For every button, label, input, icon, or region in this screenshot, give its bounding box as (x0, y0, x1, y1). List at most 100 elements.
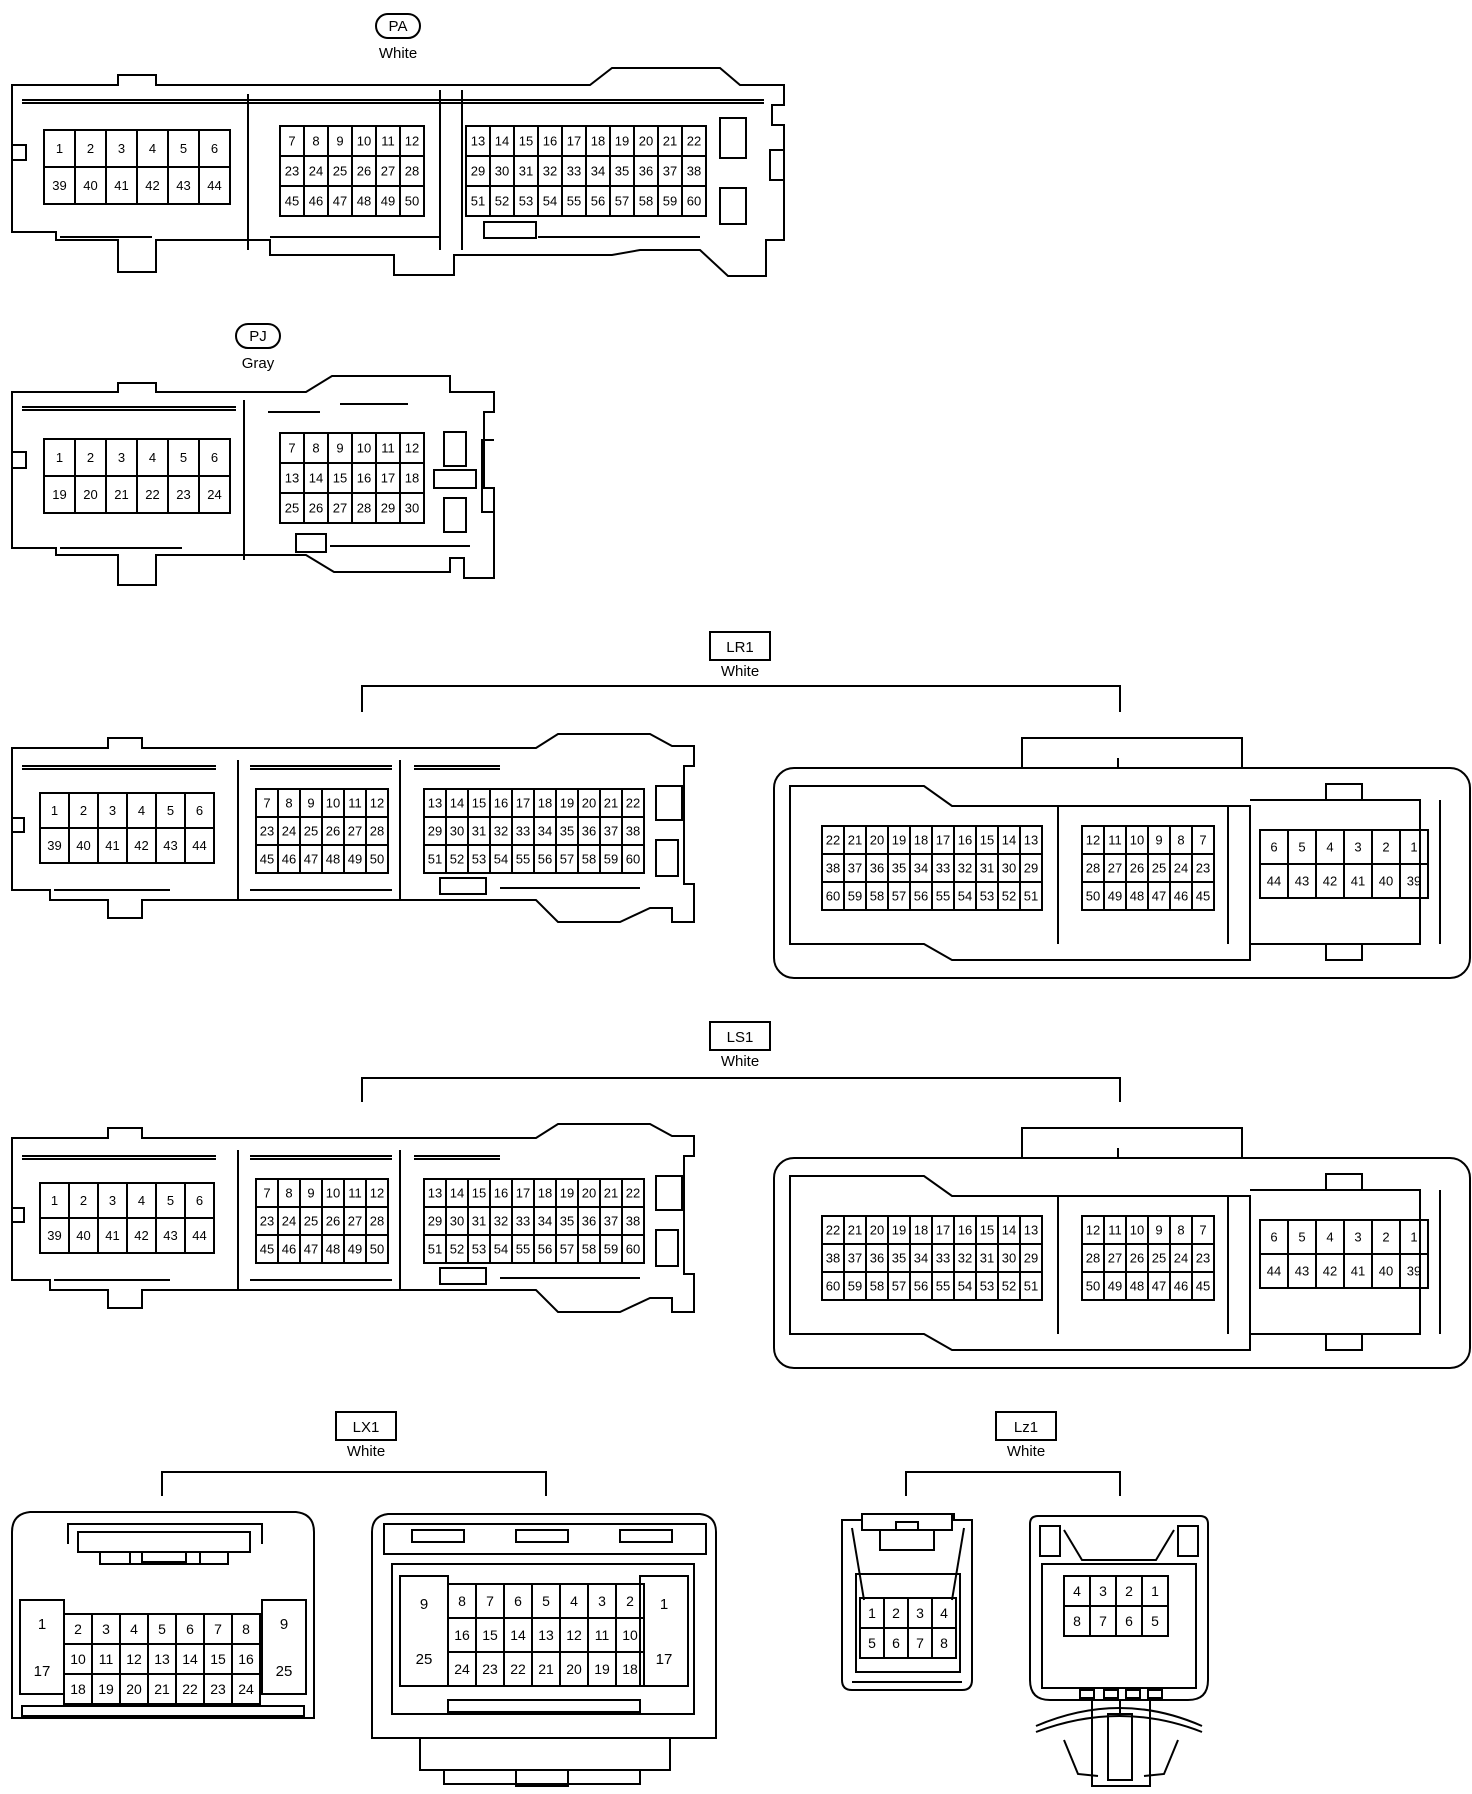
pin-number: 52 (450, 1242, 464, 1257)
pin-cell (198, 475, 231, 514)
pin-number: 5 (158, 1621, 166, 1637)
pin-number: 7 (288, 441, 295, 456)
ls1-rear-view (773, 1127, 1471, 1369)
pin-number: 32 (958, 1251, 972, 1266)
pin-number: 49 (348, 852, 362, 867)
pin-number: 24 (282, 824, 296, 839)
pin-number: 43 (163, 1228, 177, 1243)
pin-number: 42 (145, 178, 159, 193)
pin-number: 50 (370, 852, 384, 867)
pin-number: 6 (211, 450, 218, 465)
pin-number: 18 (538, 796, 552, 811)
pin-number: 19 (52, 487, 66, 502)
pin-number: 4 (570, 1593, 578, 1609)
pin-number: 9 (280, 1616, 288, 1633)
pin-number: 44 (1267, 1264, 1281, 1279)
pin-number: 16 (494, 1186, 508, 1201)
pin-cell (1191, 1271, 1215, 1301)
pin-number: 32 (543, 164, 557, 179)
pin-number: 44 (1267, 874, 1281, 889)
pin-number: 57 (892, 1279, 906, 1294)
pin-number: 20 (83, 487, 97, 502)
pin-number: 17 (516, 796, 530, 811)
pin-number: 28 (357, 501, 371, 516)
pin-number: 28 (370, 824, 384, 839)
pin-number: 45 (260, 852, 274, 867)
pin-number: 22 (826, 1223, 840, 1238)
pin-number: 55 (516, 1242, 530, 1257)
pin-cell (1399, 863, 1429, 899)
pin-number: 41 (105, 1228, 119, 1243)
pin-number: 9 (307, 1186, 314, 1201)
pin-number: 3 (598, 1593, 606, 1609)
pin-number: 17 (381, 471, 395, 486)
pin-number: 26 (357, 164, 371, 179)
pin-number: 59 (604, 852, 618, 867)
pin-number: 54 (494, 1242, 508, 1257)
pin-number: 8 (312, 441, 319, 456)
connector-color: White (1007, 1443, 1045, 1460)
pin-number: 56 (538, 852, 552, 867)
pin-number: 24 (454, 1661, 470, 1677)
pin-number: 52 (450, 852, 464, 867)
pin-number: 7 (1099, 1613, 1107, 1629)
pin-number: 31 (980, 1251, 994, 1266)
pin-number: 57 (560, 1242, 574, 1257)
pin-number: 9 (1155, 1223, 1162, 1238)
pin-number: 57 (615, 194, 629, 209)
pin-number: 4 (940, 1605, 948, 1621)
pin-number: 35 (560, 824, 574, 839)
connector-bracket (361, 685, 1121, 712)
pin-number: 52 (1002, 1279, 1016, 1294)
pin-number: 27 (348, 1214, 362, 1229)
connector-color: White (721, 1053, 759, 1070)
pin-number: 13 (428, 1186, 442, 1201)
pin-number: 10 (1130, 833, 1144, 848)
pin-number: 55 (516, 852, 530, 867)
pin-number: 21 (114, 487, 128, 502)
pin-number: 42 (1323, 1264, 1337, 1279)
pin-number: 36 (870, 1251, 884, 1266)
pin-number: 30 (1002, 861, 1016, 876)
pin-number: 2 (80, 803, 87, 818)
pin-number: 29 (428, 1214, 442, 1229)
pin-number: 19 (560, 1186, 574, 1201)
pin-number: 15 (482, 1627, 498, 1643)
pin-number: 12 (405, 441, 419, 456)
pin-number: 19 (892, 833, 906, 848)
pin-number: 14 (1002, 833, 1016, 848)
pin-number: 60 (626, 1242, 640, 1257)
pin-number: 34 (591, 164, 605, 179)
pin-number: 33 (567, 164, 581, 179)
pin-number: 30 (450, 1214, 464, 1229)
pin-number: 11 (99, 1651, 114, 1667)
pin-number: 19 (560, 796, 574, 811)
pin-number: 36 (582, 824, 596, 839)
pin-number: 28 (1086, 861, 1100, 876)
pin-number: 24 (1174, 861, 1188, 876)
connector-id-badge (709, 631, 771, 661)
pin-number: 50 (370, 1242, 384, 1257)
pin-number: 25 (276, 1663, 293, 1680)
pin-number: 21 (154, 1681, 170, 1697)
pin-number: 58 (870, 1279, 884, 1294)
pin-number: 45 (1196, 889, 1210, 904)
pin-number: 28 (405, 164, 419, 179)
pin-number: 23 (176, 487, 190, 502)
pin-number: 12 (126, 1651, 142, 1667)
pin-number: 40 (83, 178, 97, 193)
pin-number: 50 (405, 194, 419, 209)
pin-number: 18 (914, 833, 928, 848)
pin-number: 1 (1410, 840, 1417, 855)
pin-number: 2 (74, 1621, 82, 1637)
pin-number: 2 (80, 1193, 87, 1208)
pin-number: 2 (87, 141, 94, 156)
pin-number: 59 (663, 194, 677, 209)
pin-number: 45 (1196, 1279, 1210, 1294)
